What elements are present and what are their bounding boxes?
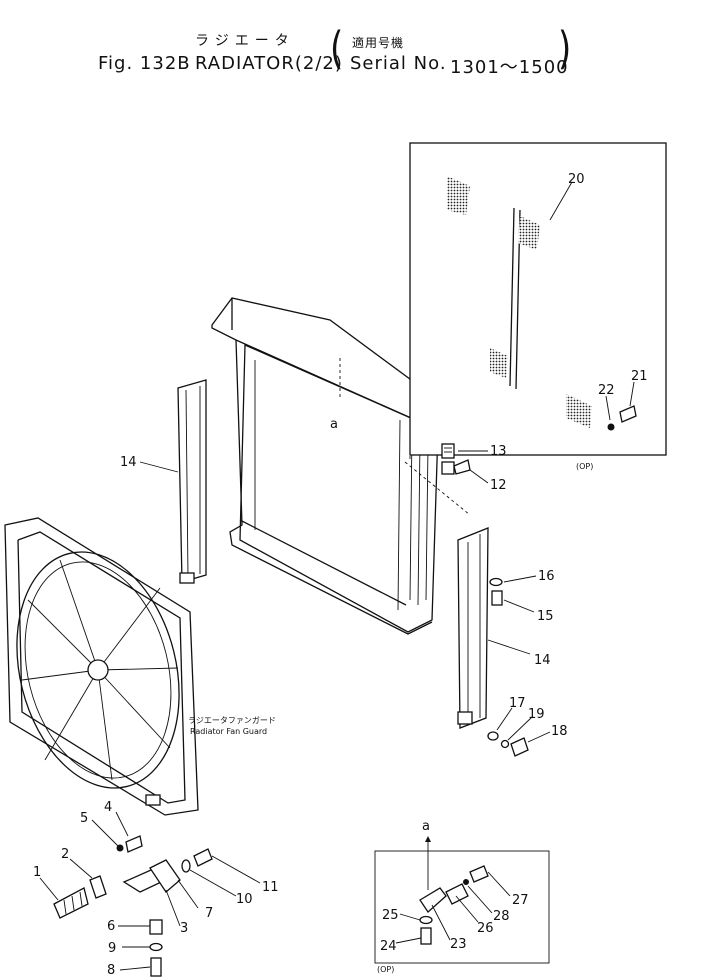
radiator-fan-guard: [4, 517, 199, 816]
callout-16: 16: [538, 569, 555, 584]
option-bracket-inset: [374, 836, 550, 964]
callout-14-left: 14: [120, 455, 137, 470]
applicability-japanese: 適用号機: [352, 36, 405, 50]
serial-label: Serial No.: [350, 53, 447, 74]
title-block: ラジエータ Fig. 132B RADIATOR(2/2) ( 適用号機 Ser…: [0, 0, 704, 90]
ref-a-top: a: [330, 417, 338, 432]
fan-guard-label-japanese: ラジエータファンガード: [188, 715, 276, 725]
serial-range: 1301～1500: [450, 57, 569, 78]
callout-23: 23: [450, 937, 467, 952]
callout-numbers: 1 2 3 4 5 6 7 8 9 10 11 12 13 14 14 15 1…: [33, 172, 648, 978]
callout-8: 8: [107, 963, 115, 978]
fan-guard-label-english: Radiator Fan Guard: [190, 727, 267, 736]
side-plate-right: [457, 527, 489, 729]
callout-2: 2: [61, 847, 69, 862]
callout-3: 3: [180, 921, 188, 936]
figure-number: Fig. 132B: [98, 53, 191, 74]
hardware-right-group: [441, 443, 529, 757]
bracket-close: ): [558, 23, 573, 76]
callout-20: 20: [568, 172, 585, 187]
callout-1: 1: [33, 865, 41, 880]
part-name: RADIATOR(2/2): [195, 53, 343, 74]
callout-25: 25: [382, 908, 399, 923]
callout-15: 15: [537, 609, 554, 624]
callout-26: 26: [477, 921, 494, 936]
callout-14-right: 14: [534, 653, 551, 668]
callout-19: 19: [528, 707, 545, 722]
callout-21: 21: [631, 369, 648, 384]
callout-9: 9: [108, 941, 116, 956]
callout-6: 6: [107, 919, 115, 934]
callout-11: 11: [262, 880, 279, 895]
callout-18: 18: [551, 724, 568, 739]
radiator-screen: [409, 142, 667, 456]
radiator-core: [211, 297, 471, 635]
callout-17: 17: [509, 696, 526, 711]
side-plate-left: [177, 379, 207, 584]
callout-4: 4: [104, 800, 112, 815]
hardware-lower-left-group: [53, 835, 213, 977]
callout-13: 13: [490, 444, 507, 459]
callout-22: 22: [598, 383, 615, 398]
option-label-top: (OP): [576, 462, 593, 471]
title-japanese: ラジエータ: [195, 33, 295, 49]
option-label-bottom: (OP): [377, 965, 394, 974]
callout-5: 5: [80, 811, 88, 826]
bracket-open: (: [330, 23, 345, 76]
callout-24: 24: [380, 939, 397, 954]
callout-12: 12: [490, 478, 507, 493]
callout-10: 10: [236, 892, 253, 907]
ref-a-bottom: a: [422, 819, 430, 834]
callout-7: 7: [205, 906, 213, 921]
leader-lines: [39, 181, 635, 971]
callout-27: 27: [512, 893, 529, 908]
callout-28: 28: [493, 909, 510, 924]
